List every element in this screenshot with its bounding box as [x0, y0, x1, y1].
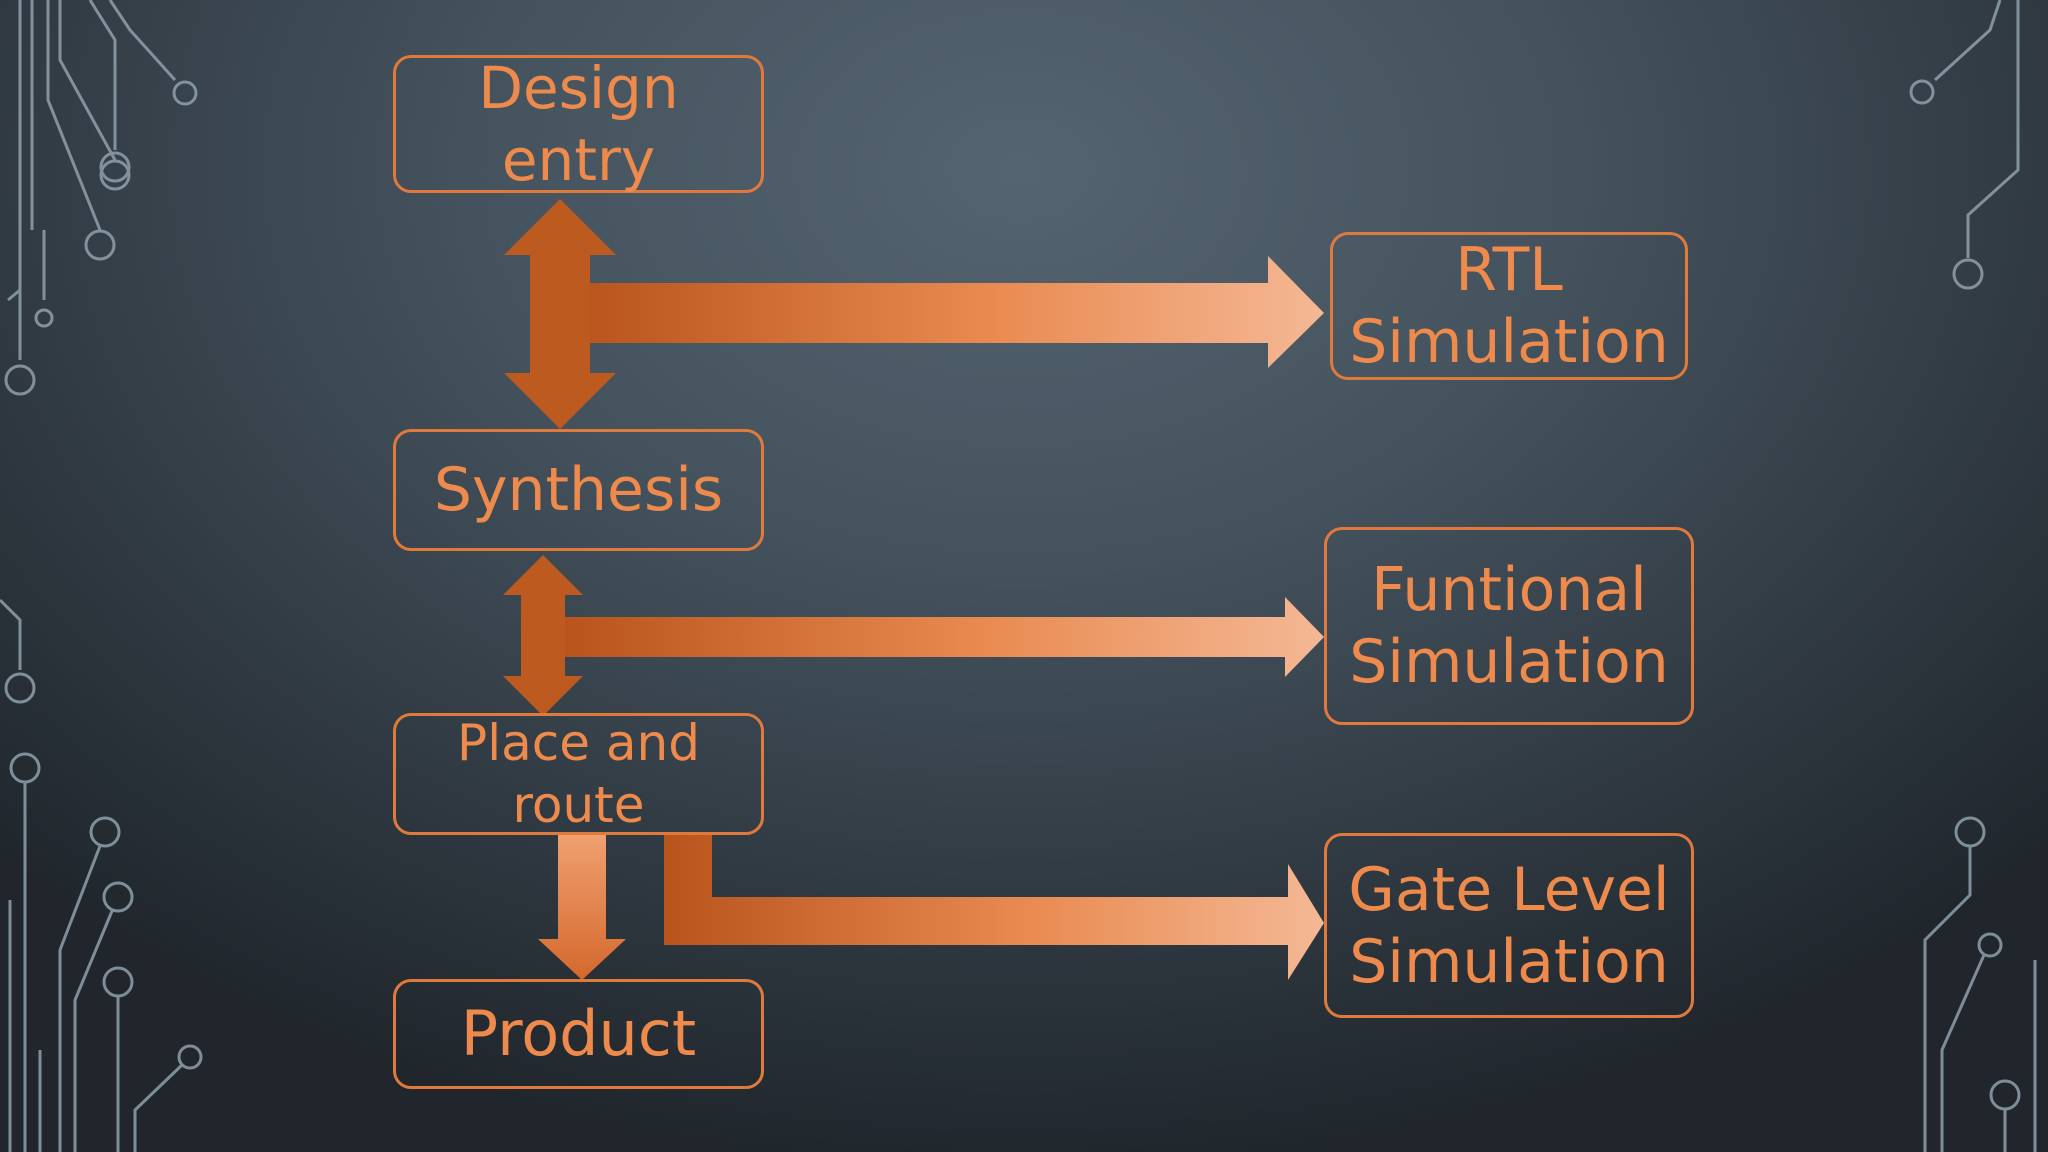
- node-rtl-simulation: RTL Simulation: [1330, 232, 1688, 380]
- arrow-to-rtl-simulation: [580, 256, 1324, 368]
- arrow-to-product: [538, 835, 626, 980]
- arrow-synthesis-place: [503, 555, 583, 716]
- arrow-to-functional-simulation: [565, 597, 1324, 677]
- node-place-and-route: Place and route: [393, 713, 764, 835]
- node-gate-level-simulation: Gate Level Simulation: [1324, 833, 1694, 1018]
- node-functional-simulation: Funtional Simulation: [1324, 527, 1694, 725]
- node-product: Product: [393, 979, 764, 1089]
- arrow-to-gate-level-simulation: [664, 835, 1324, 980]
- arrow-design-synthesis: [504, 199, 616, 429]
- node-synthesis: Synthesis: [393, 429, 764, 551]
- node-design-entry: Design entry: [393, 54, 764, 194]
